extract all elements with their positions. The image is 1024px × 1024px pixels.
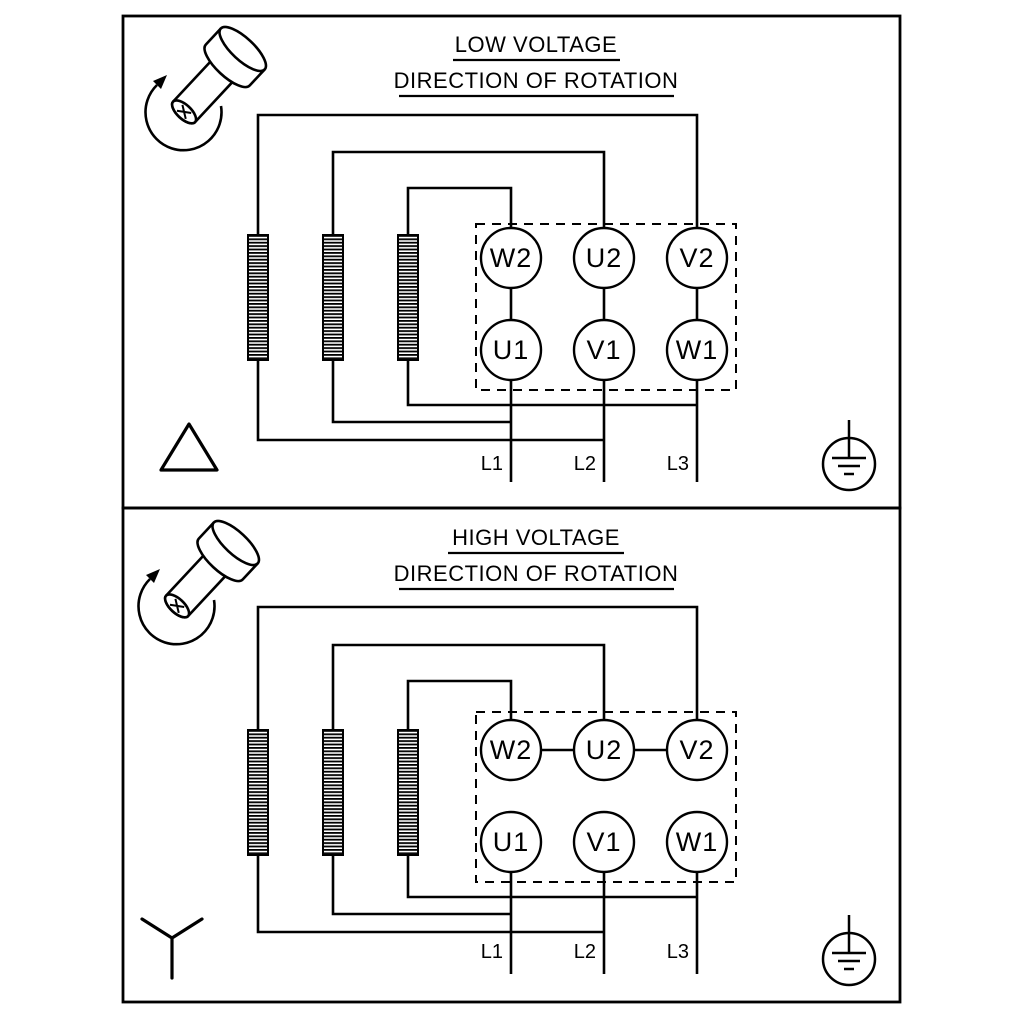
supply-line-label-L2: L2 [574, 941, 596, 963]
terminal-label-V2: V2 [679, 735, 714, 765]
terminal-U1 [479, 810, 543, 874]
supply-line-label-L1: L1 [481, 941, 503, 963]
terminal-box [475, 711, 737, 883]
winding-coil [397, 234, 419, 361]
terminal-label-U2: U2 [586, 243, 623, 273]
wire-coil2-to-U2 [331, 150, 606, 235]
wire-coil3-to-W1 [406, 360, 697, 407]
winding-coil [247, 729, 269, 856]
terminal-label-W1: W1 [676, 335, 719, 365]
terminal-label-W2: W2 [490, 735, 533, 765]
terminal-V2 [665, 718, 729, 782]
shaft-rotation-icon [144, 19, 274, 152]
terminal-label-U1: U1 [493, 827, 530, 857]
terminal-W2 [479, 226, 543, 290]
wire-coil3-to-W1 [406, 855, 697, 899]
terminal-label-V1: V1 [586, 335, 621, 365]
panel-high-voltage: HIGH VOLTAGE DIRECTION OF ROTATION W2 U2 [121, 506, 902, 1004]
terminal-box [475, 223, 737, 391]
panel-border [121, 506, 902, 1004]
wire-coil2-to-U1 [331, 855, 511, 916]
panel-low-voltage: LOW VOLTAGE DIRECTION OF ROTATION W2 U2 [121, 14, 902, 510]
winding-coil [322, 729, 344, 856]
terminal-V2 [665, 226, 729, 290]
wire-coil1-to-V1 [256, 360, 604, 442]
winding-coil [247, 234, 269, 361]
winding-coil [322, 234, 344, 361]
shaft-rotation-icon [137, 513, 267, 646]
terminal-label-V1: V1 [586, 827, 621, 857]
terminal-W1 [665, 810, 729, 874]
panel-subtitle: DIRECTION OF ROTATION [394, 561, 679, 586]
terminal-label-U2: U2 [586, 735, 623, 765]
star-symbol-icon [140, 917, 204, 980]
wire-coil2-to-U2 [331, 643, 606, 730]
wire-coil1-to-V2 [256, 605, 699, 730]
terminal-U2 [572, 226, 636, 290]
wire-coil1-to-V2 [256, 113, 699, 235]
supply-line-label-L3: L3 [667, 453, 689, 475]
ground-icon [821, 913, 877, 987]
terminal-U2 [572, 718, 636, 782]
wire-coil1-to-V1 [256, 855, 604, 934]
supply-line-label-L3: L3 [667, 941, 689, 963]
terminal-label-V2: V2 [679, 243, 714, 273]
supply-line-label-L1: L1 [481, 453, 503, 475]
terminal-U1 [479, 318, 543, 382]
terminal-W2 [479, 718, 543, 782]
delta-symbol-icon [159, 422, 219, 472]
winding-coil [397, 729, 419, 856]
wire-coil2-to-U1 [331, 360, 511, 424]
ground-icon [821, 418, 877, 492]
panel-subtitle: DIRECTION OF ROTATION [394, 68, 679, 93]
wire-coil3-to-W2 [406, 186, 513, 235]
panel-title: HIGH VOLTAGE [452, 525, 620, 550]
wire-coil3-to-W2 [406, 679, 513, 730]
terminal-W1 [665, 318, 729, 382]
panel-title: LOW VOLTAGE [455, 32, 617, 57]
terminal-label-W2: W2 [490, 243, 533, 273]
terminal-V1 [572, 318, 636, 382]
supply-line-label-L2: L2 [574, 453, 596, 475]
terminal-label-W1: W1 [676, 827, 719, 857]
terminal-label-U1: U1 [493, 335, 530, 365]
terminal-V1 [572, 810, 636, 874]
